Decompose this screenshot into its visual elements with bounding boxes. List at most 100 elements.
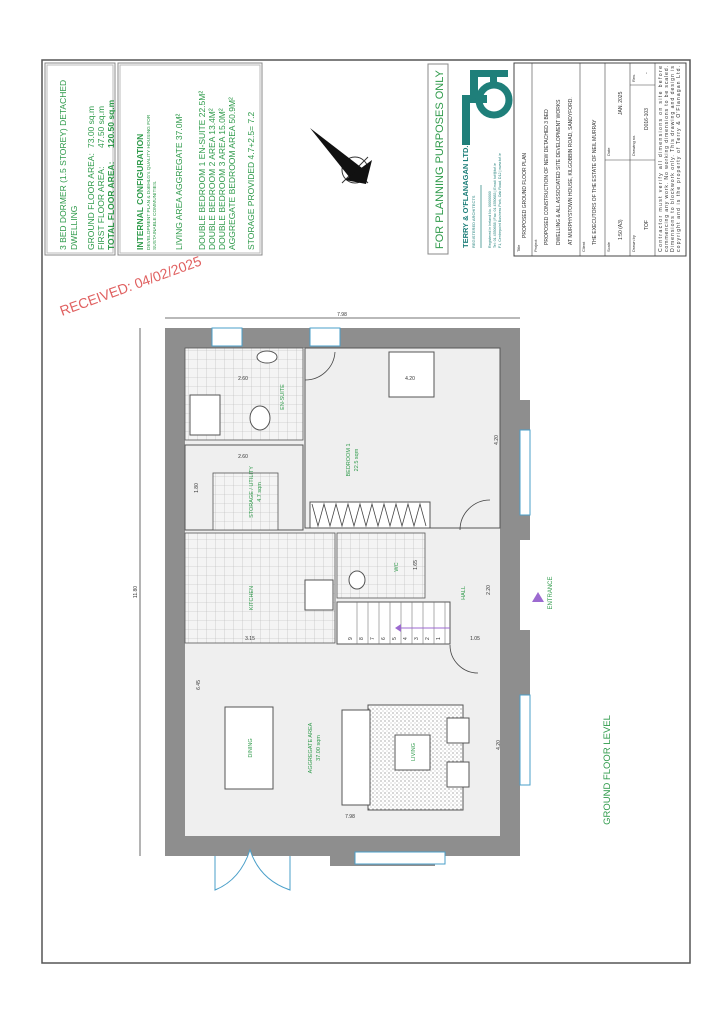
dim-storage-w: 2.60: [238, 454, 248, 460]
drawing-label: Drawing no.: [631, 135, 636, 156]
room-wc: [336, 532, 426, 599]
planning-notice: FOR PLANNING PURPOSES ONLY: [427, 63, 449, 255]
config-sub-2: SUSTAINABLE COMMUNITIES.: [152, 181, 158, 250]
date-value: JAN. 2025: [618, 91, 624, 115]
title-label: Title: [516, 244, 521, 252]
stairs: [336, 601, 451, 645]
north-arrow-icon: [310, 128, 372, 184]
stair-number: 3: [414, 637, 420, 640]
dim-storage-d: 1.80: [194, 483, 200, 493]
shower: [189, 394, 221, 436]
stair-number: 1: [436, 637, 442, 640]
summary-box: 3 BED DORMER (1.5 STOREY) DETACHED DWELL…: [44, 62, 116, 256]
config-bed2: DOUBLE BEDROOM 2 AREA 13.4M²: [207, 108, 217, 250]
ground-area-value: 73.00 sq.m: [86, 106, 96, 148]
disclaimer-4: copyright and is the property of Terry &…: [676, 66, 682, 252]
company-logo: [462, 70, 513, 145]
stair-number: 8: [359, 637, 365, 640]
label-bedroom: BEDROOM 1: [346, 443, 352, 476]
dim-bed-d: 4.20: [494, 435, 500, 445]
project-label: Project: [533, 239, 538, 252]
scale-value: 1:50 (A3): [618, 219, 624, 240]
config-aggregate: AGGREGATE BEDROOM AREA 50.9M²: [227, 97, 237, 250]
label-storage-area: 4.7 sqm: [257, 482, 263, 502]
stair-number: 5: [392, 637, 398, 640]
coffee-table: [394, 734, 431, 771]
company-line-3: F1, Centrepoint Business Park, Oak Road,…: [498, 153, 502, 248]
label-living: LIVING: [411, 743, 417, 761]
total-area-value: 120.50 sq.m: [106, 99, 116, 148]
summary-title: 3 BED DORMER (1.5 STOREY) DETACHED: [58, 80, 68, 250]
project-line-2: DWELLING & ALL ASSOCIATED SITE DEVELOPME…: [556, 99, 562, 245]
project-line-1: PROPOSED CONSTRUCTION OF NEW DETACHED 3 …: [544, 109, 550, 245]
config-heading: INTERNAL CONFIGURATION: [135, 134, 145, 250]
config-bed1: DOUBLE BEDROOM 1 EN-SUITE 22.5M²: [197, 91, 207, 250]
config-storage: STORAGE PROVIDED 4.7+2.5= 7.2: [246, 111, 256, 250]
dim-hall-d: 2.20: [486, 585, 492, 595]
dim-living-d: 6.45: [196, 680, 202, 690]
dim-hall-w: 1.05: [470, 636, 480, 642]
label-dining: DINING: [248, 738, 254, 757]
config-sub-1: DEVELOPMENT PLAN & DoEHLG's QUALITY HOUS…: [146, 114, 152, 250]
rev-value: -: [644, 72, 650, 74]
disclaimer-3: Dimensions to blockwork only. This drawi…: [670, 66, 676, 252]
dim-width-top: 7.98: [337, 312, 347, 318]
disclaimer-2: commencing any work. No working dimensio…: [664, 66, 670, 252]
label-kitchen: KITCHEN: [249, 586, 255, 610]
first-area-value: 47.50 sq.m: [96, 106, 106, 148]
company-line-2: Tel: 01 4550658 | Fax: 01 4550683 | Emai…: [493, 163, 497, 248]
label-storage: STORAGE / UTILITY: [249, 466, 255, 518]
date-label: Date: [606, 147, 611, 156]
dim-living-w: 4.20: [496, 740, 502, 750]
total-area-label: TOTAL FLOOR AREA:: [106, 161, 116, 250]
stair-number: 4: [403, 637, 409, 640]
patio-door[interactable]: [214, 848, 291, 891]
toilet: [249, 405, 271, 431]
sofa: [341, 709, 371, 806]
label-aggregate: AGGREGATE AREA: [308, 722, 314, 773]
received-stamp: RECEIVED: 04/02/2025: [58, 253, 204, 319]
dim-wc-d: 1.65: [413, 560, 419, 570]
summary-title-2: DWELLING: [69, 206, 79, 250]
bed: [388, 351, 435, 398]
drawn-value: TOF: [644, 220, 650, 230]
rev-label: Rev.: [631, 74, 636, 82]
front-door[interactable]: [459, 499, 491, 531]
company-line-1: Registered in Ireland No. 00000000: [488, 191, 492, 248]
title-value: PROPOSED GROUND FLOOR PLAN: [522, 153, 528, 238]
level-label: GROUND FLOOR LEVEL: [602, 715, 613, 825]
company-block: TERRY & O'FLANAGAN LTD. REGISTERED ARCHI…: [461, 70, 513, 248]
drawn-label: Drawn by: [631, 235, 636, 252]
entrance-label: ENTRANCE: [548, 576, 554, 609]
first-area-label: FIRST FLOOR AREA:: [96, 167, 106, 250]
company-subtitle: REGISTERED ARCHITECTS: [471, 195, 476, 248]
ground-area-label: GROUND FLOOR AREA:: [86, 153, 96, 250]
sink: [256, 350, 278, 364]
stair-number: 9: [348, 637, 354, 640]
dim-ensuite: 2.60: [238, 376, 248, 382]
internal-configuration-box: INTERNAL CONFIGURATION DEVELOPMENT PLAN …: [117, 62, 263, 256]
client-label: Client: [581, 241, 586, 252]
title-block: Title Project Client Scale Date Drawn by…: [513, 62, 687, 257]
dim-kitchen: 3.15: [245, 636, 255, 642]
label-wc: WC: [394, 562, 400, 571]
project-line-3: AT MURPHYSTOWN HOUSE, KILGOBBIN ROAD, SA…: [568, 97, 574, 245]
label-ensuite: EN-SUITE: [280, 384, 286, 410]
config-living: LIVING AREA AGGREGATE 37.0M²: [174, 113, 184, 250]
dining-table: [224, 706, 274, 790]
label-aggregate-area: 37.00 sqm: [316, 735, 322, 761]
disclaimer-1: Contractor must verify all dimensions on…: [658, 66, 664, 252]
dim-bed-w: 4.20: [405, 376, 415, 382]
company-name: TERRY & O'FLANAGAN LTD.: [461, 146, 470, 248]
config-bed3: DOUBLE BEDROOM 3 AREA 15.0M²: [217, 108, 227, 250]
dim-width-bottom: 7.98: [345, 814, 355, 820]
planning-notice-text: FOR PLANNING PURPOSES ONLY: [434, 69, 446, 249]
label-hall: HALL: [461, 586, 467, 600]
wardrobe: [309, 501, 431, 529]
scale-label: Scale: [606, 241, 611, 252]
entrance-arrow-icon: [532, 592, 544, 602]
label-bedroom-area: 22.5 sqm: [354, 448, 360, 471]
